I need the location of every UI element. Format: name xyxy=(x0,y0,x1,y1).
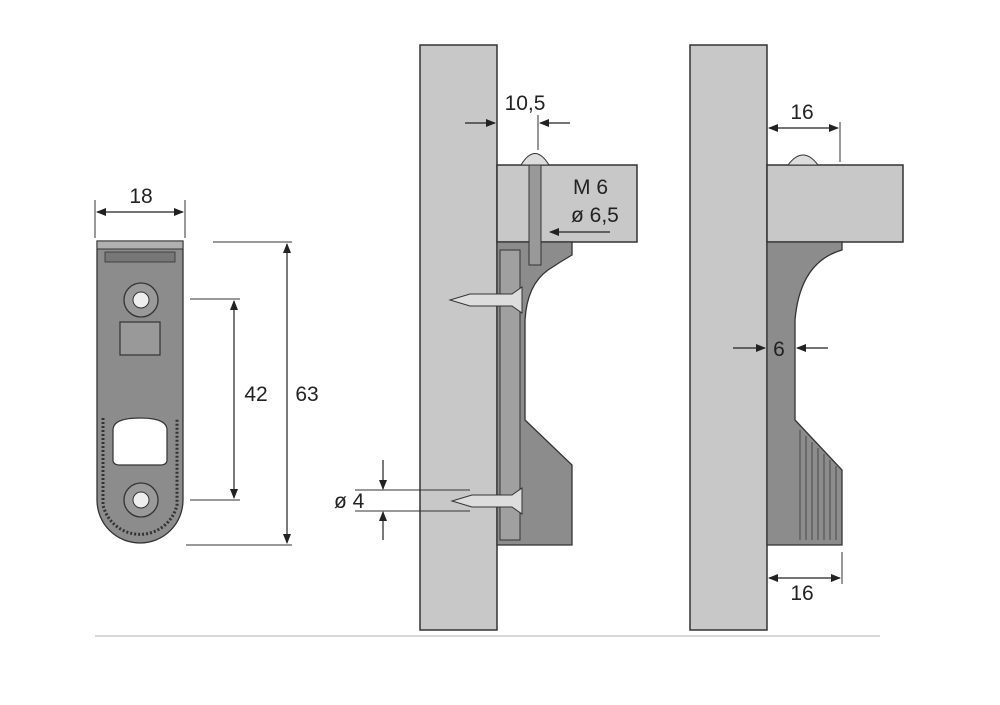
height-dimension: 63 xyxy=(295,383,318,406)
offset-dimension: 10,5 xyxy=(505,92,546,115)
mounted-side-view: 10,5 M 6 ø 6,5 ø 4 xyxy=(334,44,638,631)
thread-label: M 6 xyxy=(573,176,608,199)
thickness-dimension: 6 xyxy=(773,338,785,361)
side-panel xyxy=(419,44,498,631)
hole-spacing-dimension: 42 xyxy=(244,383,267,406)
bracket-front xyxy=(96,240,184,544)
oval-cutout xyxy=(112,417,168,466)
bottom-depth-dimension: 16 xyxy=(790,582,813,605)
wood-screw-top xyxy=(448,286,523,314)
profile-side-view: 16 6 16 xyxy=(689,44,904,631)
side-panel-right xyxy=(689,44,768,631)
machine-screw xyxy=(528,164,542,266)
wood-screw-bottom xyxy=(450,487,523,515)
front-view: 18 63 42 xyxy=(94,185,319,546)
top-depth-dimension: 16 xyxy=(790,101,813,124)
bore-label: ø 6,5 xyxy=(571,204,619,227)
shelf-right xyxy=(766,164,904,243)
width-dimension: 18 xyxy=(129,185,152,208)
shelf xyxy=(496,164,638,243)
screw-diameter-label: ø 4 xyxy=(334,490,365,513)
bracket-profile xyxy=(766,241,843,546)
